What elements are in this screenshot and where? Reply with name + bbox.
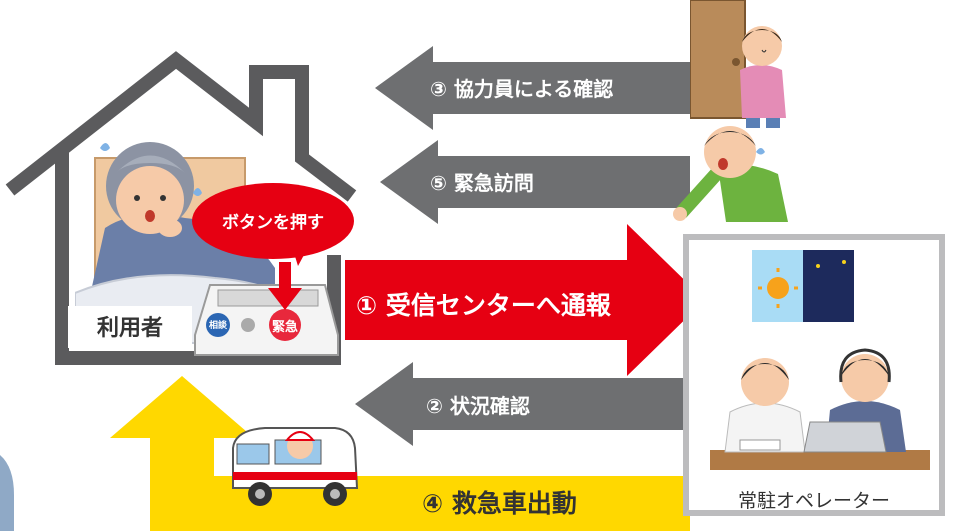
emergency-device-icon xyxy=(194,284,339,356)
arrow-step5-label: ⑤ 緊急訪問 xyxy=(430,171,534,195)
arrow-step1-label: ① 受信センターへ通報 xyxy=(356,291,611,320)
press-down-arrow-icon xyxy=(268,262,302,310)
house-icon xyxy=(5,51,357,365)
helper-at-door-icon xyxy=(690,0,786,128)
arrow-step4 xyxy=(110,376,690,531)
user-label: 利用者 xyxy=(96,316,163,341)
arrow-step2 xyxy=(355,362,685,446)
arrow-step3-label: ③ 協力員による確認 xyxy=(430,77,614,101)
arrow-step5 xyxy=(380,140,690,224)
ambulance-icon xyxy=(232,427,359,506)
operator-label: 常駐オペレーター xyxy=(737,490,890,512)
speech-bubble-text: ボタンを押す xyxy=(222,213,324,233)
speech-bubble xyxy=(192,183,354,259)
arrow-step2-label: ② 状況確認 xyxy=(426,394,530,418)
arrow-step1 xyxy=(345,224,705,376)
partial-figure-icon xyxy=(0,455,14,531)
arrow-step3 xyxy=(375,46,695,130)
device-emergency-button-label: 緊急 xyxy=(271,320,298,335)
device-consult-button-label: 相談 xyxy=(208,321,227,331)
speech-bubble-tail xyxy=(290,240,312,266)
operators-icon xyxy=(710,348,930,470)
day-night-icon xyxy=(752,250,854,322)
running-man-icon xyxy=(673,126,788,222)
user-label-box xyxy=(68,306,192,348)
arrow-step4-label: ④ 救急車出動 xyxy=(422,489,577,518)
